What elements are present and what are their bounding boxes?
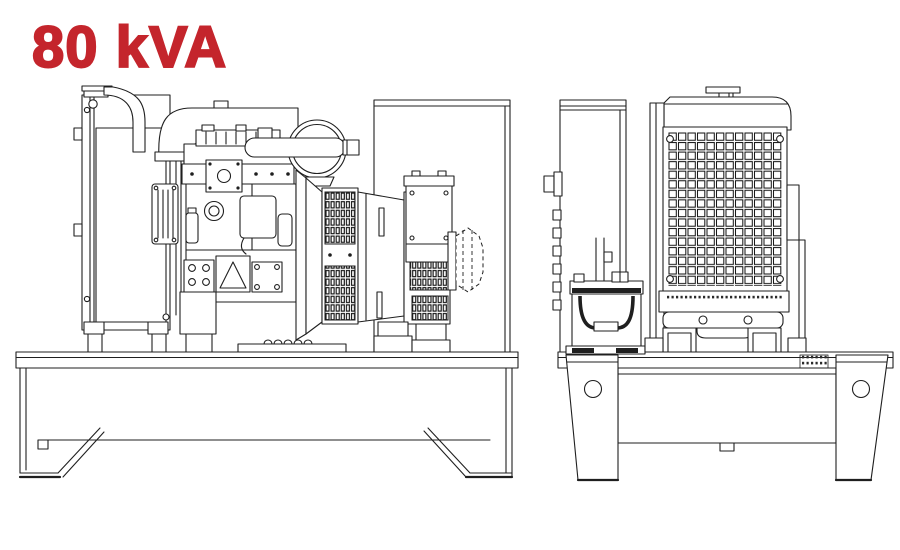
radiator-hose: [103, 86, 146, 153]
terminal-box: [403, 170, 455, 245]
alternator-feet: [373, 321, 451, 353]
louver-guard: [151, 183, 179, 245]
base-frame-front: [557, 351, 894, 482]
front-view: [543, 86, 894, 482]
mounting-leg-left: [565, 354, 620, 482]
battery: [565, 271, 646, 355]
base-skid-side: [15, 351, 519, 479]
panel-side-tabs: [552, 209, 562, 311]
engine-mount-plates: [183, 255, 283, 293]
mounting-leg-right: [834, 354, 889, 482]
leg-hole: [583, 379, 603, 399]
fuel-filter: [185, 207, 199, 244]
battery-terminal: [573, 273, 585, 283]
radiator-front: [644, 86, 807, 353]
rating-label: 80 kVA: [31, 14, 228, 81]
air-cleaner: [244, 119, 360, 187]
alternator-bell: [295, 169, 307, 341]
side-view: [15, 85, 519, 479]
leg-hole: [851, 379, 871, 399]
alternator: [295, 169, 484, 353]
panel-knob: [543, 171, 563, 197]
radiator-feet: [644, 327, 807, 353]
gasket-bumps: [237, 339, 347, 353]
end-cover: [447, 227, 484, 293]
